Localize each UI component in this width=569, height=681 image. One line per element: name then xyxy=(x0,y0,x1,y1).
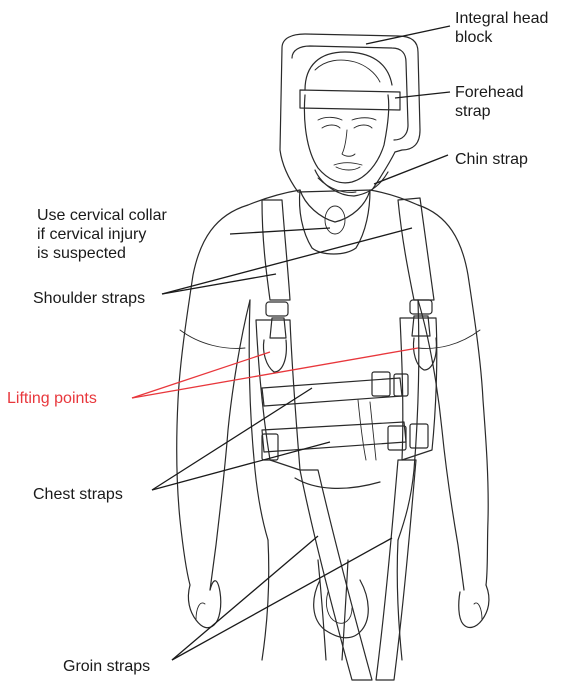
head-illustration xyxy=(280,34,420,196)
person-illustration xyxy=(177,190,489,660)
label-integral-head-block: Integral head block xyxy=(455,9,548,47)
leader-lifting-right xyxy=(132,348,418,398)
label-chest-straps: Chest straps xyxy=(33,485,123,504)
label-lifting-points: Lifting points xyxy=(7,389,97,408)
leader-shoulder-right xyxy=(162,228,412,294)
leader-cervical-collar xyxy=(230,228,330,234)
label-chin-strap: Chin strap xyxy=(455,150,528,169)
label-cervical-collar: Use cervical collar if cervical injury i… xyxy=(37,206,167,263)
label-groin-straps: Groin straps xyxy=(63,657,150,676)
label-shoulder-straps: Shoulder straps xyxy=(33,289,145,308)
leader-chest-upper xyxy=(152,388,312,490)
leader-groin-right xyxy=(172,538,392,660)
leader-forehead-strap xyxy=(395,92,450,98)
harness-illustration xyxy=(256,198,437,680)
leader-shoulder-left xyxy=(162,274,276,294)
leader-groin-left xyxy=(172,536,318,660)
label-forehead-strap: Forehead strap xyxy=(455,83,524,121)
